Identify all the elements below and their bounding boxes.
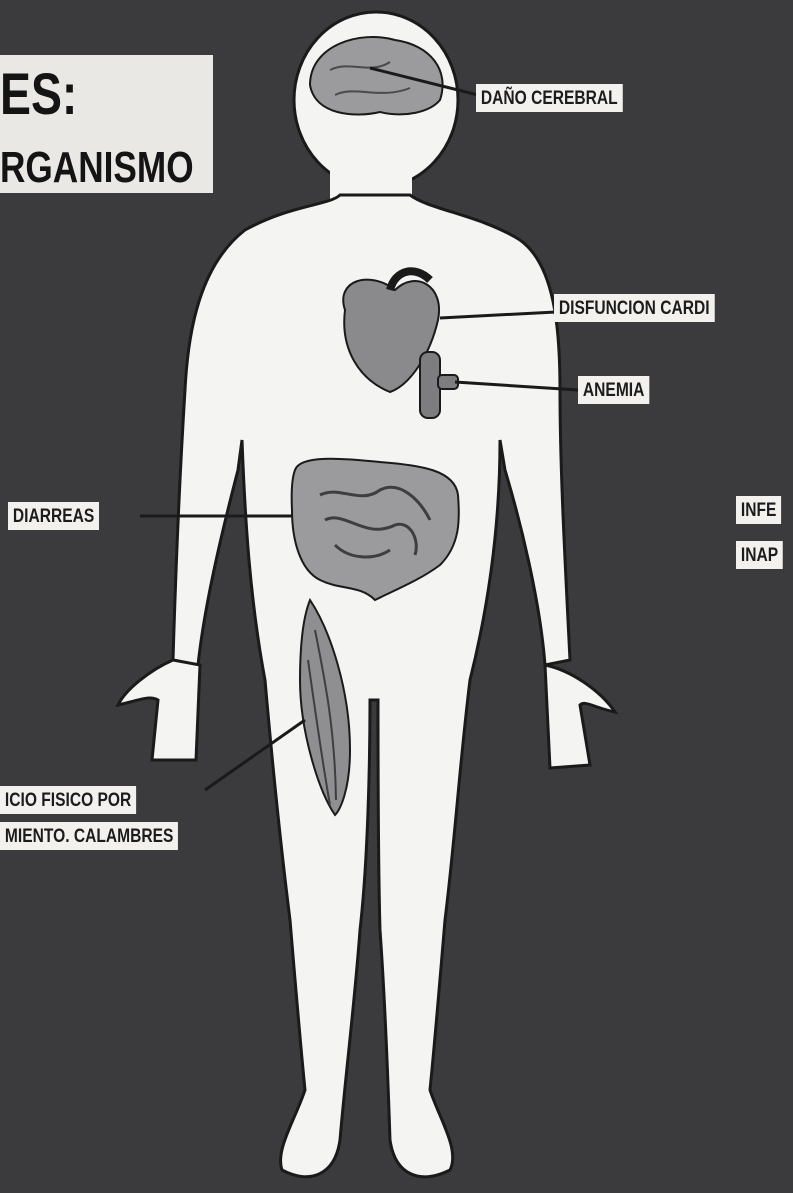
label-anemia: ANEMIA (578, 376, 649, 404)
left-hand-shape (118, 660, 200, 760)
title-box: ES: RGANISMO (0, 55, 213, 193)
label-right-line-1: INFE (736, 496, 781, 524)
label-muscle-line-2: MIENTO. CALAMBRES (0, 822, 178, 850)
title-line-1: ES: (0, 61, 77, 128)
brain-organ (310, 37, 443, 115)
label-right-line-2: INAP (736, 541, 783, 569)
title-line-2: RGANISMO (0, 143, 194, 193)
right-hand-shape (545, 665, 615, 768)
label-muscle-line-1: ICIO FISICO POR (0, 786, 136, 814)
label-cardiac-dysfunction: DISFUNCION CARDI (554, 294, 714, 322)
label-diarrhea: DIARREAS (8, 502, 99, 530)
label-brain-damage: DAÑO CEREBRAL (476, 84, 623, 112)
